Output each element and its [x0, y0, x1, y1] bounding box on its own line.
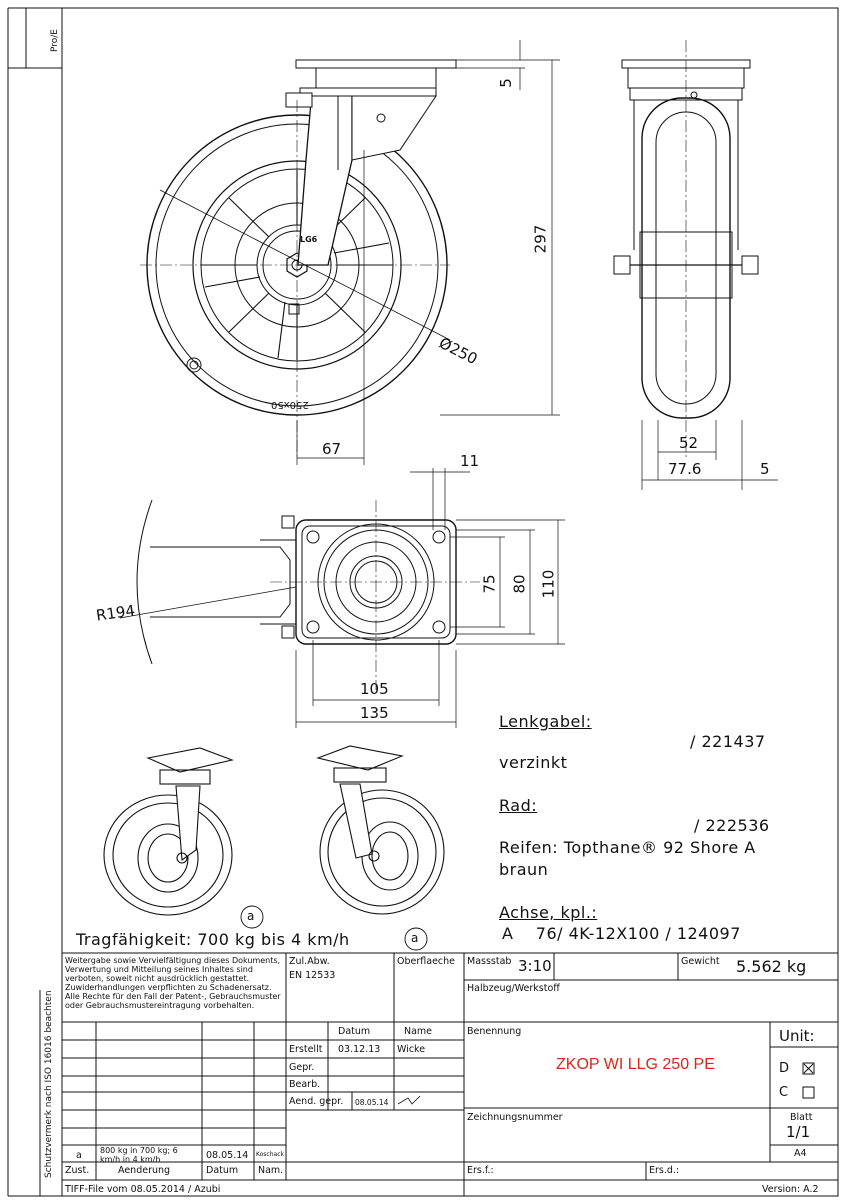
datum2-header: Datum	[206, 1165, 239, 1176]
side-view-dimensions	[296, 40, 560, 465]
zust-header: Zust.	[65, 1165, 90, 1176]
blatt-value: 1/1	[786, 1123, 811, 1141]
dim-297: 297	[531, 224, 550, 254]
tragfaehigkeit: Tragfähigkeit: 700 kg bis 4 km/h	[76, 930, 350, 949]
massstab-value: 3:10	[518, 957, 552, 975]
drawing-frame	[61, 7, 839, 1197]
dim-5-top: 5	[496, 78, 515, 88]
benennung-value: ZKOP WI LLG 250 PE	[556, 1056, 715, 1073]
rev-name: Koschack	[256, 1151, 284, 1158]
dim-135: 135	[360, 704, 389, 722]
pro-e-label: Pro/E	[50, 29, 60, 52]
protection-notice: Schutzvermerk nach ISO 16016 beachten	[44, 990, 54, 1178]
zul-abw-label: Zul.Abw.	[289, 956, 330, 967]
iso-view-right	[316, 745, 445, 915]
datum-header: Datum	[338, 1026, 371, 1037]
unit-d-label: D	[779, 1061, 790, 1076]
dim-11: 11	[460, 452, 480, 470]
massstab-label: Massstab	[467, 956, 512, 967]
dim-5-bottom: 5	[760, 460, 770, 478]
unit-c-checkbox	[802, 1086, 815, 1099]
nam-header: Nam.	[258, 1165, 284, 1176]
legal-notice: Weitergabe sowie Vervielfältigung dieses…	[65, 956, 281, 1010]
format-value: A4	[794, 1148, 807, 1159]
lenkgabel-finish: verzinkt	[499, 753, 568, 772]
erstellt-label: Erstellt	[289, 1044, 323, 1055]
dim-77-6: 77.6	[668, 460, 702, 478]
ersd-label: Ers.d.:	[649, 1165, 680, 1176]
reifen-spec: Reifen: Topthane® 92 Shore A	[499, 838, 756, 857]
erstellt-date: 03.12.13	[338, 1044, 381, 1055]
dim-80: 80	[510, 574, 529, 594]
reifen-color: braun	[499, 860, 549, 879]
dim-52: 52	[679, 434, 699, 452]
rev-date: 08.05.14	[206, 1150, 249, 1161]
front-view-dimensions	[641, 420, 778, 490]
top-view-dimensions	[295, 468, 565, 728]
halbzeug-label: Halbzeug/Werkstoff	[467, 983, 560, 994]
lenkgabel-label: Lenkgabel:	[499, 712, 592, 731]
iso-view-left	[103, 747, 234, 916]
dim-105: 105	[360, 680, 389, 698]
rad-label: Rad:	[499, 796, 538, 815]
rev-zust: a	[76, 1150, 82, 1161]
zeichnungsnummer-label: Zeichnungsnummer	[467, 1112, 563, 1123]
front-view-wheel	[613, 40, 759, 460]
revision-mark-iso: a	[247, 909, 255, 923]
lenkgabel-number: / 221437	[690, 732, 766, 751]
blatt-label: Blatt	[790, 1112, 813, 1123]
gewicht-value: 5.562 kg	[736, 957, 807, 976]
version-label: Version: A.2	[762, 1184, 819, 1195]
gewicht-label: Gewicht	[681, 956, 720, 967]
rad-number: / 222536	[694, 816, 770, 835]
dim-75: 75	[480, 574, 499, 594]
rev-text: 800 kg in 700 kg; 6 km/h in 4 km/h	[100, 1146, 178, 1164]
oberflaeche-label: Oberflaeche	[397, 956, 455, 967]
tiff-note: TIFF-File vom 08.05.2014 / Azubi	[65, 1184, 221, 1195]
top-view-plate	[119, 499, 480, 690]
achse-label: Achse, kpl.:	[499, 903, 598, 922]
aend-gepr-label: Aend. gepr.	[289, 1096, 344, 1107]
title-block-grid	[62, 952, 838, 1196]
erstellt-name: Wicke	[397, 1044, 426, 1055]
gepr-label: Gepr.	[289, 1062, 315, 1073]
unit-d-checkbox	[802, 1062, 815, 1075]
side-view-wheel	[140, 59, 457, 460]
bearb-label: Bearb.	[289, 1079, 321, 1090]
aend-gepr-date: 08.05.14	[355, 1098, 389, 1107]
tyre-mark: 250x50	[271, 399, 309, 410]
ersf-label: Ers.f.:	[467, 1165, 494, 1176]
revision-mark-load: a	[411, 931, 419, 945]
dim-67: 67	[322, 440, 342, 458]
name-header: Name	[404, 1026, 433, 1037]
aenderung-header: Aenderung	[118, 1165, 171, 1176]
unit-label: Unit:	[779, 1027, 815, 1045]
unit-c-label: C	[779, 1085, 789, 1100]
dim-110: 110	[539, 569, 558, 599]
benennung-label: Benennung	[467, 1026, 522, 1037]
wheel-mark: LG6	[300, 235, 318, 244]
zul-abw-value: EN 12533	[289, 970, 336, 981]
achse-value: A 76/ 4K-12X100 / 124097	[502, 924, 741, 943]
